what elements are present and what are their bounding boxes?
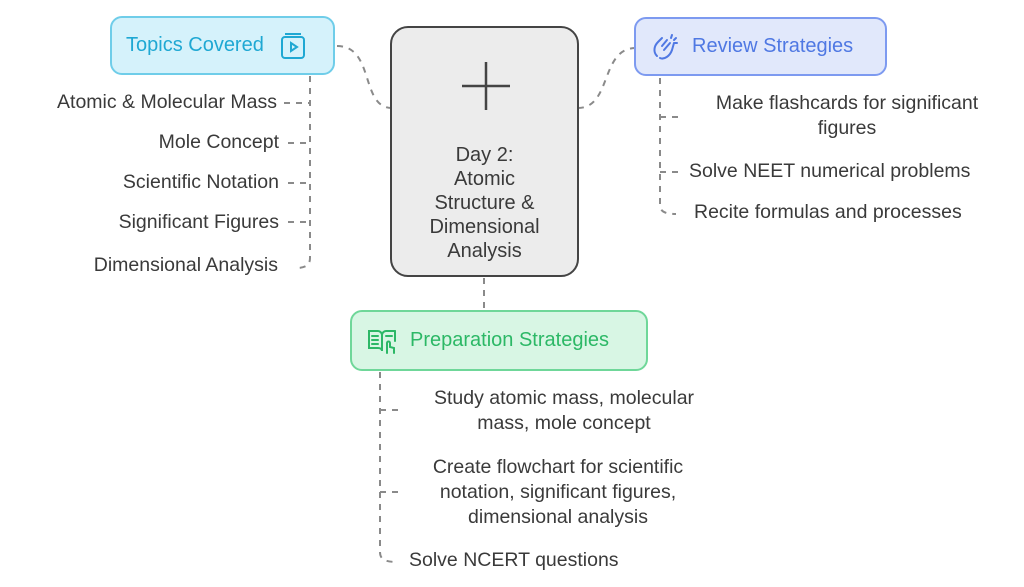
prep-item-line: Study atomic mass, molecular bbox=[433, 387, 695, 409]
topic-item: Significant Figures bbox=[118, 211, 279, 233]
topic-item: Mole Concept bbox=[158, 131, 279, 153]
preparation-strategies-node[interactable]: Preparation Strategies bbox=[350, 310, 648, 371]
topic-item: Atomic & Molecular Mass bbox=[57, 91, 277, 113]
review-item: Make flashcards for significant figures bbox=[689, 91, 1005, 141]
review-item: Solve NEET numerical problems bbox=[689, 160, 971, 182]
review-strategies-title: Review Strategies bbox=[692, 35, 854, 57]
preparation-strategies-title: Preparation Strategies bbox=[410, 329, 610, 351]
review-item-line: Make flashcards for significant bbox=[715, 92, 979, 114]
prep-item: Solve NCERT questions bbox=[409, 549, 619, 571]
prep-item: Study atomic mass, molecular mass, mole … bbox=[405, 386, 723, 436]
prep-item-line: Create flowchart for scientific bbox=[432, 456, 684, 478]
review-strategies-node[interactable]: Review Strategies bbox=[634, 17, 887, 76]
review-item-line: figures bbox=[817, 117, 877, 139]
topics-covered-node[interactable]: Topics Covered bbox=[110, 16, 335, 75]
center-title-line: Dimensional bbox=[429, 216, 540, 238]
topic-item: Scientific Notation bbox=[122, 171, 279, 193]
topics-covered-title: Topics Covered bbox=[126, 34, 264, 56]
center-topic-node[interactable]: Day 2: Atomic Structure & Dimensional An… bbox=[390, 26, 579, 277]
clapping-hands-icon bbox=[650, 32, 680, 62]
center-title-line: Analysis bbox=[447, 240, 522, 262]
review-item: Recite formulas and processes bbox=[694, 201, 962, 223]
prep-item-line: mass, mole concept bbox=[477, 412, 651, 434]
video-card-icon bbox=[278, 31, 308, 61]
center-title-line: Day 2: bbox=[455, 144, 514, 166]
reading-book-icon bbox=[366, 325, 398, 357]
center-title-line: Structure & bbox=[434, 192, 535, 214]
topic-item: Dimensional Analysis bbox=[93, 254, 278, 276]
prep-item: Create flowchart for scientific notation… bbox=[398, 455, 718, 530]
center-title-line: Atomic bbox=[453, 168, 516, 190]
plus-icon bbox=[462, 62, 510, 110]
prep-item-line: notation, significant figures, bbox=[439, 481, 677, 503]
prep-item-line: dimensional analysis bbox=[468, 506, 648, 528]
center-topic-title: Day 2: Atomic Structure & Dimensional An… bbox=[392, 143, 577, 263]
